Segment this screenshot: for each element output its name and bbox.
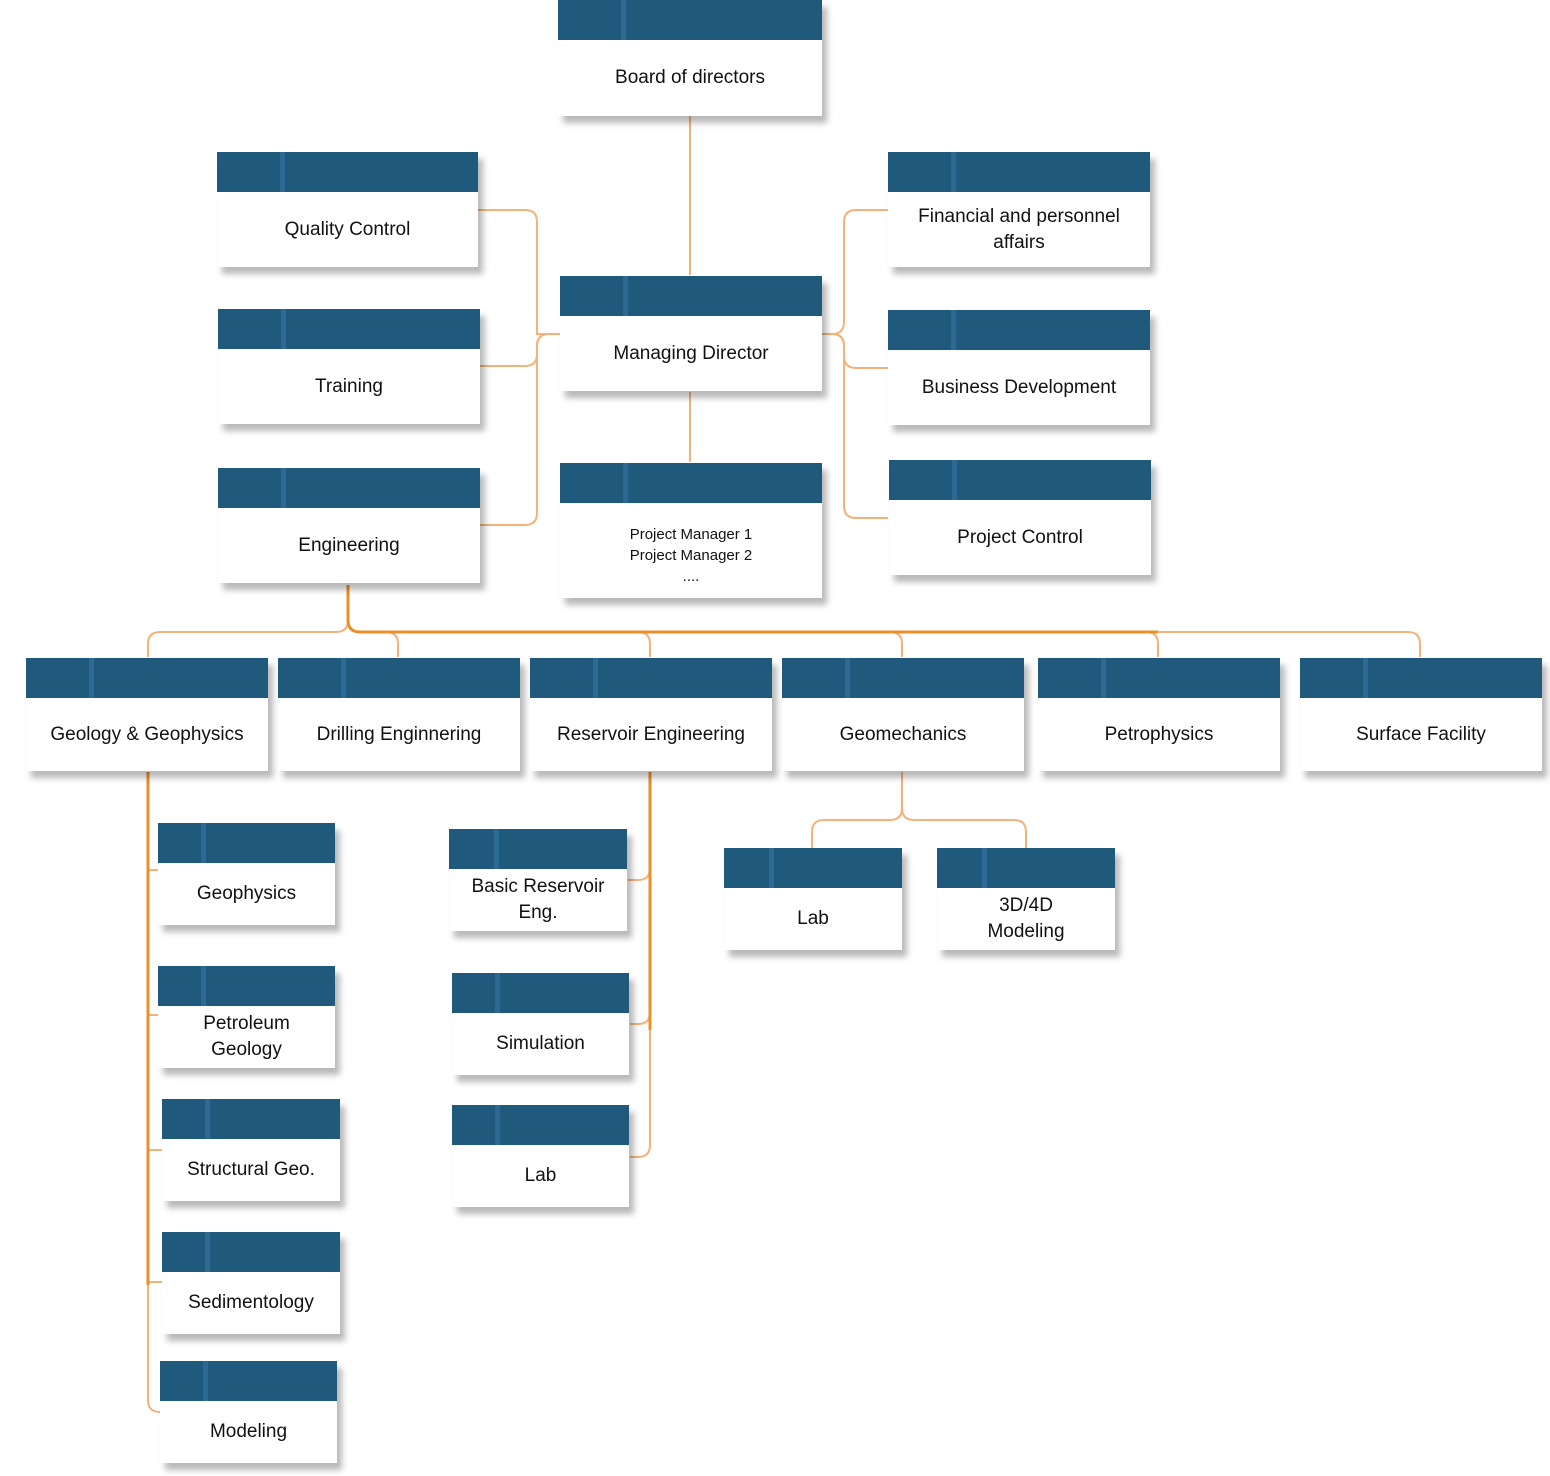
node-geophysics: Geophysics [158, 823, 335, 925]
node-header [452, 973, 629, 1013]
node-header [218, 309, 480, 349]
connector-eng-drill [347, 619, 399, 657]
node-modeling: Modeling [160, 1361, 337, 1463]
node-label: Drilling Enginnering [316, 723, 482, 745]
node-label: Sedimentology [188, 1292, 314, 1313]
node-label: Surface Facility [1356, 723, 1486, 745]
node-simulation: Simulation [452, 973, 629, 1075]
node-label: Simulation [496, 1033, 585, 1054]
node-header [558, 0, 822, 40]
node-structural-geo: Structural Geo. [162, 1099, 340, 1201]
connector-eng-gg [147, 585, 349, 657]
connector-engineering [480, 333, 550, 526]
node-header [1300, 658, 1542, 698]
node-petroleum-geology: Petroleum Geology [158, 966, 335, 1068]
node-header [452, 1105, 629, 1145]
node-header [889, 460, 1151, 500]
node-header [530, 658, 772, 698]
node-business-development: Business Development [888, 310, 1150, 425]
node-project-managers: Project Manager 1 Project Manager 2 .... [560, 463, 822, 598]
node-header [888, 152, 1150, 192]
connector-geomech-children [811, 772, 903, 848]
node-header [278, 658, 520, 698]
node-label: Basic Reservoir Eng. [471, 876, 605, 923]
node-header [218, 468, 480, 508]
connector-eng-petro [890, 631, 1159, 657]
node-header [162, 1099, 340, 1139]
node-board: Board of directors [558, 0, 822, 116]
connector-project-control [822, 333, 888, 519]
node-label: Training [315, 375, 383, 397]
node-header [217, 152, 478, 192]
node-financial: Financial and personnel affairs [888, 152, 1150, 267]
node-label: Structural Geo. [187, 1159, 315, 1180]
node-header [937, 848, 1115, 888]
node-sedimentology: Sedimentology [162, 1232, 340, 1334]
node-reservoir-lab: Lab [452, 1105, 629, 1207]
node-label: Lab [797, 908, 829, 929]
node-header [26, 658, 268, 698]
node-petrophysics: Petrophysics [1038, 658, 1280, 771]
node-header [782, 658, 1024, 698]
node-header [162, 1232, 340, 1272]
node-label: Business Development [921, 376, 1117, 398]
connector-res-children [630, 772, 651, 1158]
node-header [1038, 658, 1280, 698]
node-label: Petroleum Geology [203, 1013, 290, 1060]
connector-eng-geomech [638, 631, 903, 657]
node-training: Training [218, 309, 480, 424]
node-label: Project Control [957, 526, 1083, 548]
node-header [160, 1361, 337, 1401]
node-label: Lab [524, 1165, 557, 1186]
node-surface-facility: Surface Facility [1300, 658, 1542, 771]
connector-quality [478, 209, 560, 335]
node-basic-reservoir: Basic Reservoir Eng. [449, 829, 627, 931]
connector-gg-children [147, 772, 161, 1413]
node-engineering: Engineering [218, 468, 480, 583]
node-geology-geophysics: Geology & Geophysics [26, 658, 268, 771]
node-header [449, 829, 627, 869]
node-label: Managing Director [613, 342, 769, 364]
node-drilling: Drilling Enginnering [278, 658, 520, 771]
node-label: Quality Control [284, 218, 411, 240]
node-geomech-lab: Lab [724, 848, 902, 950]
node-quality-control: Quality Control [217, 152, 478, 267]
node-project-control: Project Control [889, 460, 1151, 575]
node-managing-director: Managing Director [560, 276, 822, 391]
node-header [158, 823, 335, 863]
connector-financial [822, 209, 888, 335]
node-label: Geology & Geophysics [50, 723, 244, 745]
node-label: Financial and personnel affairs [918, 205, 1120, 253]
node-label: Geomechanics [839, 723, 967, 745]
node-label: Modeling [209, 1421, 288, 1442]
node-reservoir: Reservoir Engineering [530, 658, 772, 771]
node-header [158, 966, 335, 1006]
node-label: Board of directors [615, 67, 765, 88]
connector-business [822, 333, 888, 369]
node-3d4d-modeling: 3D/4D Modeling [937, 848, 1115, 950]
connector-training [480, 333, 560, 367]
node-geomechanics: Geomechanics [782, 658, 1024, 771]
node-header [888, 310, 1150, 350]
node-label: 3D/4D Modeling [987, 895, 1065, 942]
node-header [560, 463, 822, 503]
node-label: Petrophysics [1104, 723, 1214, 745]
node-label: Engineering [298, 534, 400, 556]
node-label: Reservoir Engineering [557, 723, 745, 745]
node-header [560, 276, 822, 316]
node-label: Geophysics [196, 883, 297, 904]
connector-eng-res [360, 631, 651, 657]
connector-eng-surface [1146, 631, 1421, 657]
node-header [724, 848, 902, 888]
node-label: Project Manager 1 Project Manager 2 .... [629, 526, 753, 585]
